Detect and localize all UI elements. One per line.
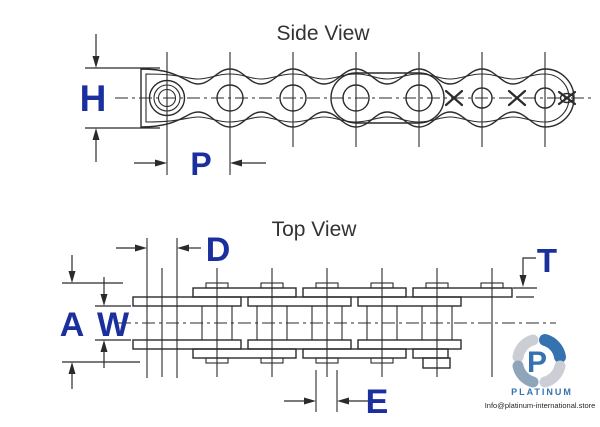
top-view-pin-centerlines bbox=[161, 268, 493, 377]
outer-link-plates bbox=[192, 287, 513, 369]
pin-link-plate bbox=[330, 72, 445, 124]
top-view: Top View bbox=[60, 218, 557, 421]
t-dimension: T bbox=[513, 242, 557, 298]
p-dimension: P bbox=[134, 146, 266, 182]
arrow-left-icon bbox=[230, 159, 242, 167]
arrow-down-icon bbox=[68, 271, 76, 283]
arrow-up-icon bbox=[92, 128, 100, 140]
logo-monogram: P bbox=[527, 346, 547, 379]
platinum-watermark: P PLATINUM Info@platinum-international.s… bbox=[485, 334, 596, 410]
chain-outline-outer bbox=[140, 68, 575, 128]
arrow-left-icon bbox=[177, 244, 189, 252]
dim-label-d: D bbox=[206, 231, 231, 269]
arrow-down-icon bbox=[100, 294, 108, 306]
side-view-title: Side View bbox=[276, 22, 370, 45]
arrow-right-icon bbox=[135, 244, 147, 252]
side-view-rollers bbox=[148, 79, 556, 117]
arrow-down-icon bbox=[92, 56, 100, 68]
cotter-pin-marks bbox=[444, 89, 577, 107]
dim-label-h: H bbox=[80, 78, 107, 119]
a-dimension: A bbox=[60, 255, 140, 389]
platinum-logo-icon: P bbox=[512, 334, 566, 388]
d-dimension: D bbox=[116, 231, 230, 269]
top-view-title: Top View bbox=[272, 218, 358, 241]
arrow-down-icon bbox=[519, 275, 527, 287]
arrow-right-icon bbox=[155, 159, 167, 167]
logo-email-text: Info@platinum-international.store bbox=[485, 401, 596, 410]
e-dimension: E bbox=[284, 370, 388, 421]
arrow-right-icon bbox=[304, 397, 316, 405]
pin-heads bbox=[205, 282, 504, 364]
w-dimension: W bbox=[95, 277, 131, 368]
dim-label-p: P bbox=[190, 146, 211, 182]
inner-link-plates bbox=[132, 296, 462, 350]
dim-label-w: W bbox=[97, 306, 130, 344]
side-view-roller-centerlines bbox=[166, 52, 546, 175]
arrow-left-icon bbox=[337, 397, 349, 405]
connecting-link-cover-plate bbox=[422, 357, 451, 369]
dim-label-t: T bbox=[537, 242, 557, 279]
arrow-up-icon bbox=[68, 362, 76, 374]
h-dimension: H bbox=[80, 34, 160, 162]
dim-label-a: A bbox=[60, 306, 85, 344]
dim-label-e: E bbox=[366, 383, 389, 421]
side-view: Side View bbox=[80, 22, 592, 182]
top-view-roller-edges bbox=[146, 238, 453, 378]
logo-brand-text: PLATINUM bbox=[511, 387, 573, 397]
arrow-up-icon bbox=[100, 340, 108, 352]
